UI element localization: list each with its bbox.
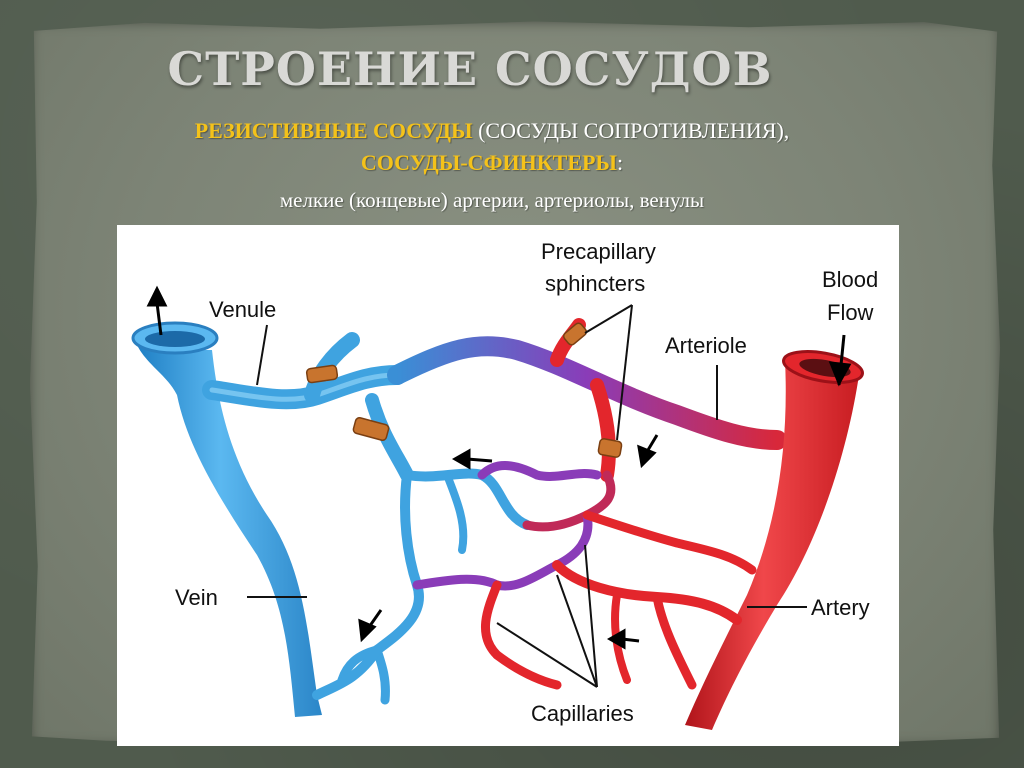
diagram-labels: Precapillary sphincters Blood Flow Venul… — [175, 239, 878, 726]
sphincter-ring — [562, 322, 588, 346]
precapillary-sphincters — [305, 322, 623, 458]
artery-vessel — [685, 350, 864, 730]
label-arteriole: Arteriole — [665, 333, 747, 358]
label-venule: Venule — [209, 297, 276, 322]
flow-arrow-up-icon — [155, 302, 163, 336]
venule-vessel — [202, 332, 414, 482]
capillary-network — [312, 461, 757, 705]
vein-vessel — [131, 321, 322, 717]
subtitle-line-1: РЕЗИСТИВНЫЕ СОСУДЫ (СОСУДЫ СОПРОТИВЛЕНИЯ… — [0, 118, 984, 144]
vessel-diagram: Precapillary sphincters Blood Flow Venul… — [117, 225, 899, 746]
slide-title: СТРОЕНИЕ СОСУДОВ — [167, 42, 773, 96]
label-capillaries: Capillaries — [531, 701, 634, 726]
sphincter-vessels-term: СОСУДЫ-СФИНКТЕРЫ — [360, 150, 618, 175]
capillary-arrow-icon — [466, 457, 493, 463]
label-precapillary-2: sphincters — [545, 271, 645, 296]
resistive-vessels-term: РЕЗИСТИВНЫЕ СОСУДЫ — [194, 118, 473, 143]
vessel-diagram-svg: Precapillary sphincters Blood Flow Venul… — [131, 239, 878, 730]
leader-lines — [247, 304, 807, 688]
blood-flow-arrow-head-icon — [828, 361, 852, 387]
label-precapillary-1: Precapillary — [541, 239, 656, 264]
label-artery: Artery — [811, 595, 870, 620]
flow-arrows — [146, 285, 852, 650]
label-blood: Blood — [822, 267, 878, 292]
sphincter-ring — [352, 417, 390, 441]
artery-arrow-head-icon — [606, 628, 626, 650]
flow-arrow-up-head-icon — [146, 285, 168, 307]
label-flow: Flow — [827, 300, 874, 325]
resistive-vessels-rest: (СОСУДЫ СОПРОТИВЛЕНИЯ), — [472, 118, 790, 143]
sphincter-ring — [597, 438, 623, 458]
subtitle-line-2: СОСУДЫ-СФИНКТЕРЫ: — [0, 150, 984, 176]
sphincter-arrow-head-icon — [637, 444, 657, 469]
label-vein: Vein — [175, 585, 218, 610]
capillary-arrow-head-icon — [451, 448, 471, 470]
sphincter-ring — [305, 364, 339, 384]
subtitle-line-3: мелкие (концевые) артерии, артериолы, ве… — [279, 188, 705, 212]
sphincter-vessels-rest: : — [617, 150, 624, 175]
vein-arrow-head-icon — [358, 618, 377, 643]
